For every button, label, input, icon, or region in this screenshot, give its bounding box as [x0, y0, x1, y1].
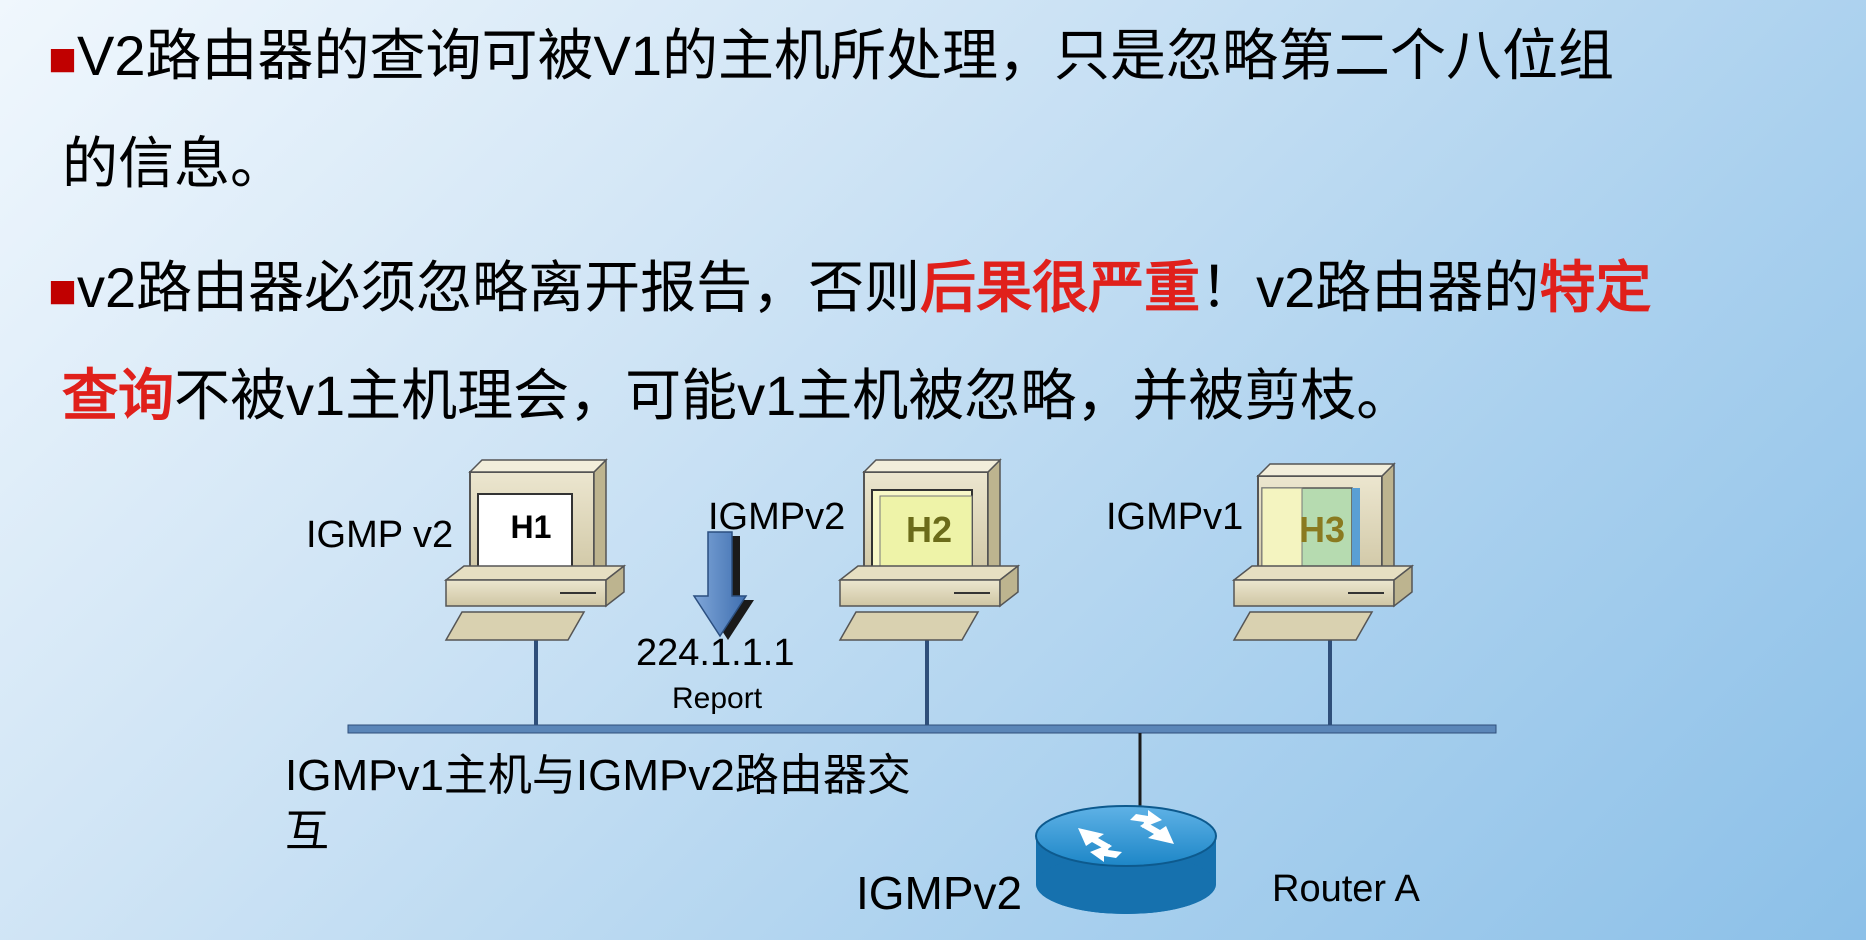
computer-icon-h1 — [443, 458, 627, 641]
computer-icon-h3 — [1231, 462, 1415, 641]
router-version-label: IGMPv2 — [856, 867, 1023, 919]
bullet-2-text-c: 不被v1主机理会，可能v1主机被忽略，并被剪枝。 — [174, 364, 1413, 427]
diagram-caption: IGMPv1主机与IGMPv2路由器交 互 — [285, 748, 911, 860]
bullet-2-text-b: ！v2路由器的 — [1200, 256, 1540, 319]
bullet-marker: ■ — [48, 265, 77, 318]
bullet-1-line-1: ■V2路由器的查询可被V1的主机所处理，只是忽略第二个八位组 — [48, 24, 1614, 92]
bullet-2-text-a: v2路由器必须忽略离开报告，否则 — [77, 256, 921, 319]
bullet-2-emphasis-3: 查询 — [62, 364, 174, 427]
host-label-h3: H3 — [1299, 509, 1345, 550]
router-name-label: Router A — [1272, 868, 1420, 910]
h3-version-label: IGMPv1 — [1106, 496, 1244, 538]
bullet-1-text: V2路由器的查询可被V1的主机所处理，只是忽略第二个八位组 — [77, 24, 1614, 87]
report-arrow-icon — [692, 531, 754, 640]
ethernet-segment — [347, 724, 1497, 734]
bullet-marker: ■ — [48, 33, 77, 86]
bullet-2-line-2: 查询不被v1主机理会，可能v1主机被忽略，并被剪枝。 — [62, 364, 1412, 428]
caption-line-2: 互 — [285, 807, 329, 856]
bullet-2-emphasis-1: 后果很严重 — [920, 256, 1201, 319]
host-label-h1: H1 — [511, 509, 552, 545]
bullet-2-line-1: ■v2路由器必须忽略离开报告，否则后果很严重！v2路由器的特定 — [48, 256, 1651, 324]
h1-version-label: IGMP v2 — [306, 514, 454, 556]
caption-line-1: IGMPv1主机与IGMPv2路由器交 — [285, 751, 911, 800]
report-address-label: 224.1.1.1 — [636, 632, 795, 674]
bullet-1-line-2: 的信息。 — [62, 132, 286, 195]
report-type-label: Report — [672, 682, 763, 715]
host-label-h2: H2 — [906, 509, 952, 550]
router-icon — [1035, 805, 1217, 914]
computer-icon-h2 — [837, 458, 1021, 641]
bullet-2-emphasis-2: 特定 — [1539, 256, 1652, 319]
h2-version-label: IGMPv2 — [708, 496, 846, 538]
